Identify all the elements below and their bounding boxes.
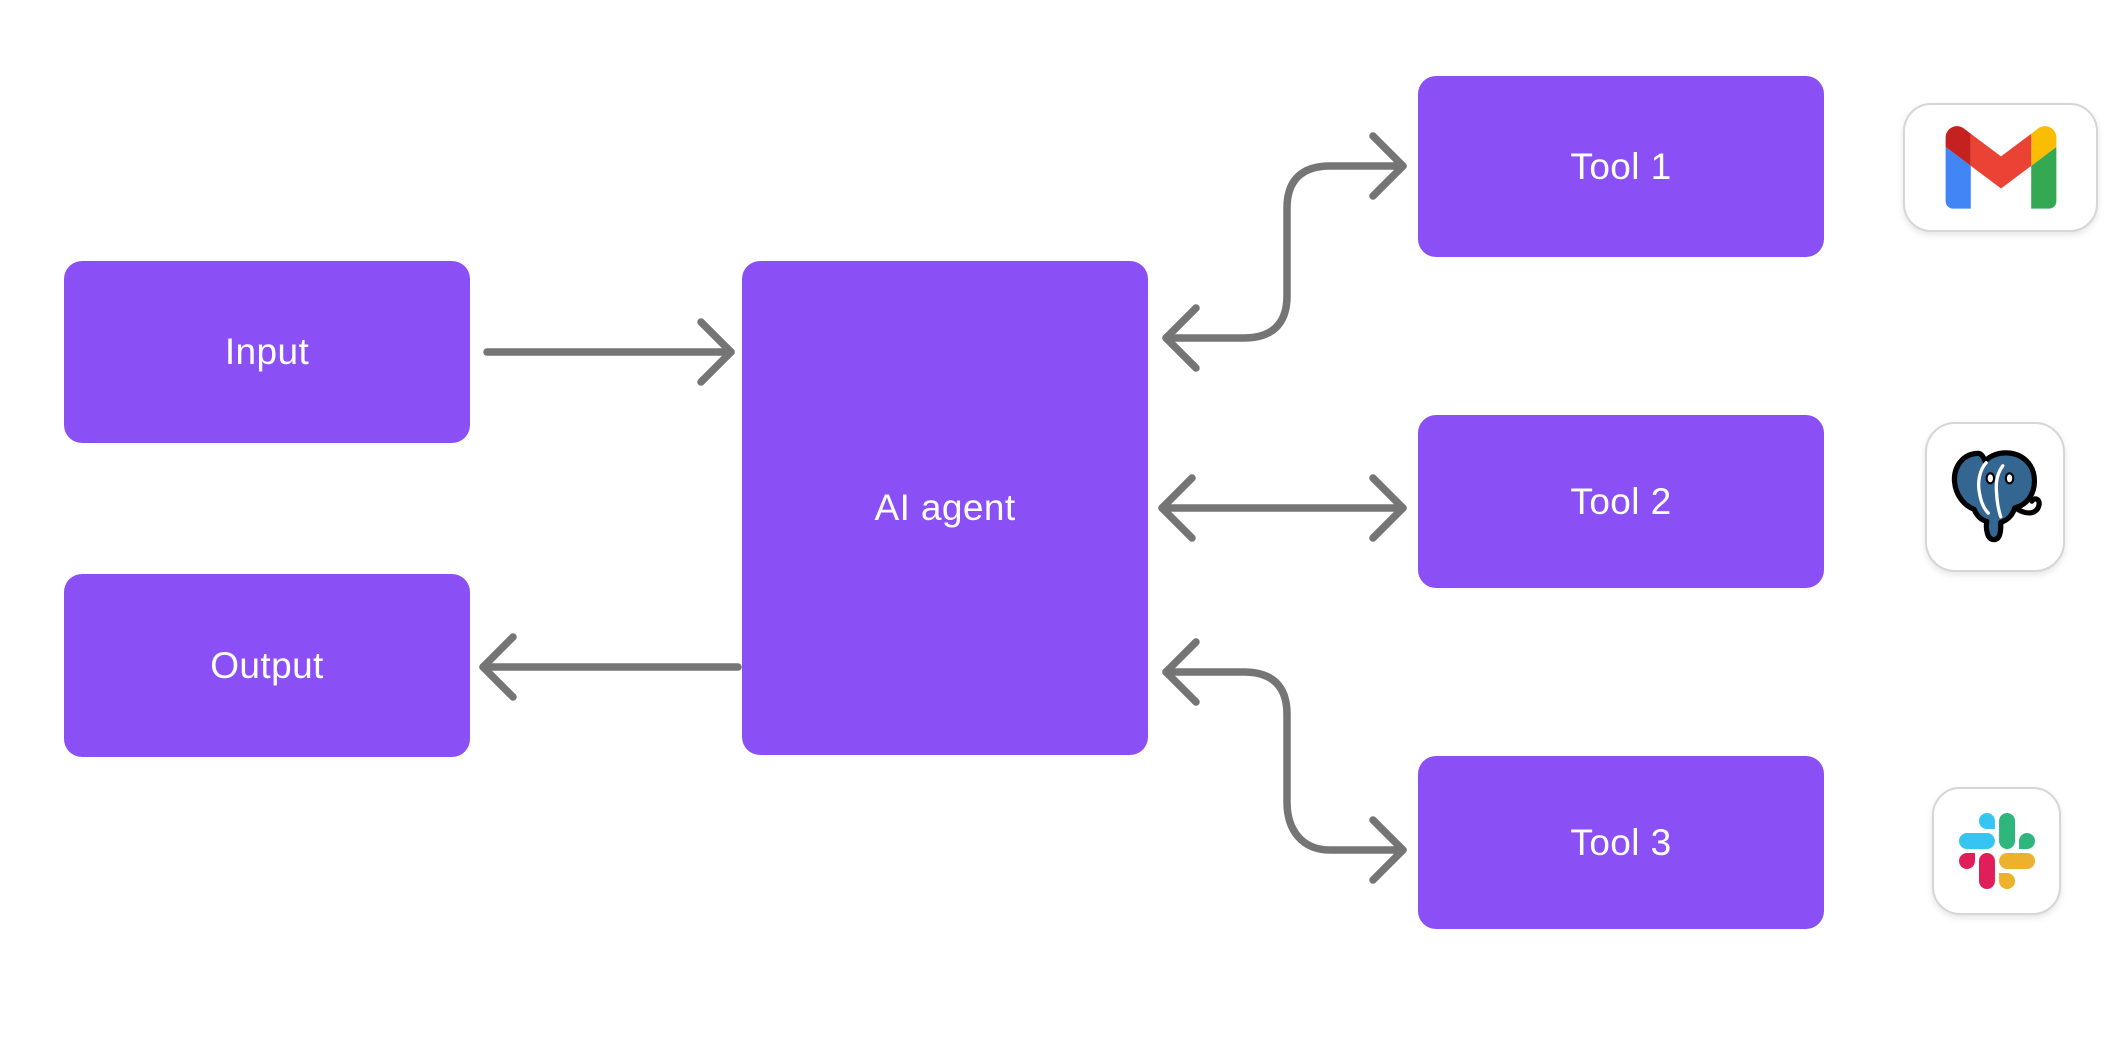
- postgresql-icon: [1951, 450, 2042, 543]
- node-tool-3[interactable]: Tool 3: [1418, 756, 1824, 929]
- node-output-label: Output: [210, 644, 324, 686]
- arrow-agent-to-output: [479, 633, 742, 701]
- arrow-agent-tool3: [1162, 638, 1407, 884]
- node-tool-3-label: Tool 3: [1570, 821, 1672, 863]
- node-tool-2[interactable]: Tool 2: [1418, 415, 1824, 588]
- node-ai-agent[interactable]: AI agent: [742, 261, 1148, 755]
- gmail-card[interactable]: [1903, 103, 2098, 232]
- node-tool-1[interactable]: Tool 1: [1418, 76, 1824, 257]
- node-tool-2-label: Tool 2: [1570, 480, 1672, 522]
- arrow-agent-tool1: [1162, 132, 1407, 372]
- slack-card[interactable]: [1932, 787, 2061, 915]
- node-output[interactable]: Output: [64, 574, 470, 757]
- postgresql-card[interactable]: [1925, 422, 2065, 572]
- gmail-icon: [1945, 125, 2056, 209]
- node-ai-agent-label: AI agent: [874, 487, 1016, 528]
- arrow-input-to-agent: [483, 318, 735, 386]
- arrow-agent-tool2: [1158, 474, 1407, 542]
- node-input[interactable]: Input: [64, 261, 470, 443]
- node-tool-1-label: Tool 1: [1570, 145, 1672, 187]
- node-input-label: Input: [224, 331, 310, 372]
- slack-icon: [1958, 813, 2035, 889]
